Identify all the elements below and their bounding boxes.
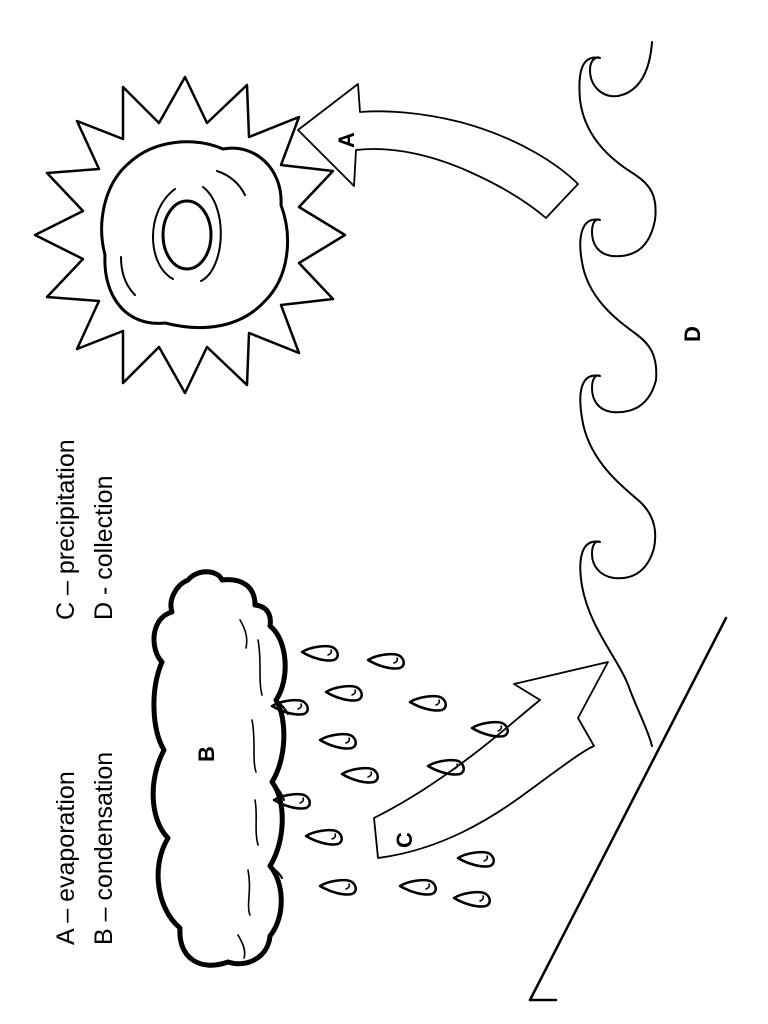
sun-eye	[161, 199, 213, 271]
rain-drop	[318, 878, 357, 896]
legend-precipitation: C – precipitation	[52, 439, 80, 620]
marker-c: C	[392, 832, 417, 848]
rain-drop-highlight	[367, 771, 373, 778]
rain-drop	[300, 644, 339, 662]
rain-drop	[324, 684, 363, 702]
cloud-shading	[237, 619, 263, 959]
rain-drop-highlight	[351, 689, 357, 696]
rain-drop	[318, 732, 357, 750]
legend-evaporation: A – evaporation	[52, 771, 80, 945]
rain-drop	[340, 766, 379, 784]
rain-drop	[408, 694, 447, 712]
sun-detail	[120, 170, 246, 296]
ocean-waves	[578, 41, 658, 747]
rain-drop-highlight	[299, 797, 305, 804]
marker-d: D	[680, 326, 705, 342]
rain-drop-highlight	[393, 657, 399, 664]
sun-eye-lid	[152, 188, 176, 280]
rain-drop-highlight	[345, 737, 351, 744]
rain-drop-highlight	[327, 649, 333, 656]
sun-face	[100, 140, 290, 330]
rain-drop-highlight	[479, 895, 485, 902]
sun-icon	[33, 75, 347, 395]
rain-drop	[270, 698, 309, 716]
rain-drop	[272, 792, 311, 810]
rain-drop-highlight	[331, 833, 337, 840]
rain-drop-highlight	[345, 883, 351, 890]
rain-drop	[304, 828, 343, 846]
sun-rays	[33, 75, 347, 395]
evaporation-arrow	[297, 83, 579, 219]
legend-collection: D - collection	[90, 476, 118, 621]
rain-drop	[398, 878, 437, 896]
precipitation-arrow	[373, 661, 609, 859]
sun-eye-lash	[200, 186, 222, 282]
rain-drop-highlight	[483, 855, 489, 862]
rain-drop	[366, 652, 405, 670]
marker-b: B	[194, 746, 219, 762]
rain-drop-highlight	[497, 725, 503, 732]
cloud-outline	[150, 569, 288, 968]
legend-condensation: B – condensation	[90, 752, 118, 945]
rain-drop-highlight	[435, 699, 441, 706]
legend: A – evaporation B – condensation C – pre…	[52, 439, 118, 945]
rain-drop	[426, 758, 465, 776]
rain-drop-highlight	[425, 883, 431, 890]
marker-a: A	[334, 132, 359, 148]
rain-drop	[470, 720, 509, 738]
cloud-icon	[150, 569, 289, 968]
shore-line	[528, 616, 728, 1002]
rain-drop	[456, 850, 495, 868]
rain-drops	[270, 644, 509, 908]
rain-drop	[452, 890, 491, 908]
rain-drop-highlight	[297, 703, 303, 710]
